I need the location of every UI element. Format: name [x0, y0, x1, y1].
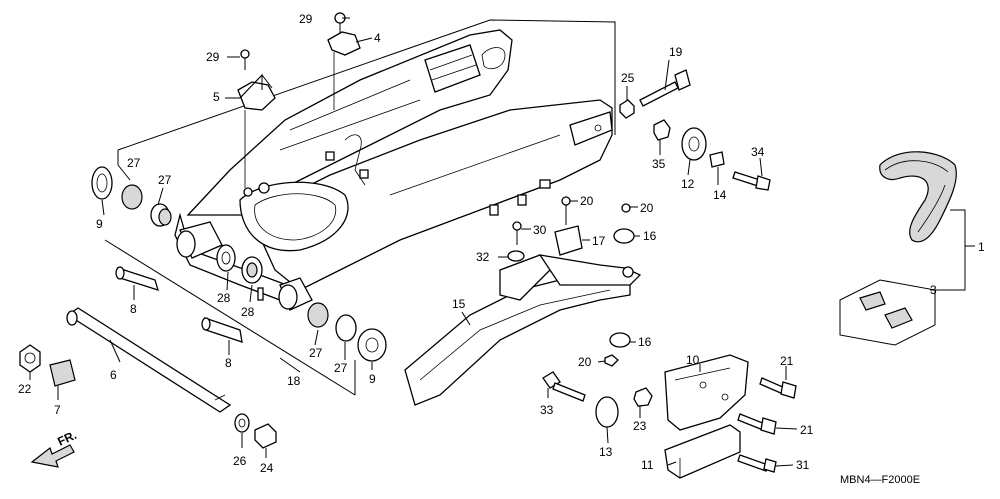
- front-arrow-icon: [30, 444, 75, 468]
- part-label-19: 19: [669, 45, 683, 59]
- part-label-15: 15: [452, 297, 466, 311]
- part-label-28-a: 28: [217, 291, 231, 305]
- part-label-16-b: 16: [638, 335, 652, 349]
- part-label-9-right: 9: [369, 372, 376, 386]
- part-label-32: 32: [476, 250, 490, 264]
- part-label-31: 31: [796, 458, 810, 472]
- part-label-7: 7: [54, 403, 61, 417]
- pivot-parts: [91, 166, 387, 362]
- part-label-9-left: 9: [96, 217, 103, 231]
- part-label-11: 11: [641, 458, 654, 472]
- part-label-17: 17: [592, 234, 606, 248]
- drive-chain: [879, 151, 957, 243]
- part-label-13: 13: [599, 445, 613, 459]
- part-label-3: 3: [930, 283, 937, 297]
- part-label-28-b: 28: [241, 305, 255, 319]
- part-label-33: 33: [540, 403, 554, 417]
- part-label-22: 22: [18, 382, 32, 396]
- part-label-4: 4: [374, 31, 381, 45]
- part-label-14: 14: [713, 188, 727, 202]
- part-number-labels: 29 4 29 5 27 27 9 8 28 28 8 27 27 9 6 18…: [18, 12, 985, 486]
- swingarm: [174, 29, 613, 301]
- part-label-23: 23: [633, 419, 647, 433]
- pivot-shaft: [66, 307, 232, 413]
- part-label-35: 35: [652, 157, 666, 171]
- part-label-20-b: 20: [640, 201, 654, 215]
- part-label-12: 12: [681, 177, 695, 191]
- part-label-8-b: 8: [225, 356, 232, 370]
- part-label-6: 6: [110, 368, 117, 382]
- part-label-30: 30: [533, 223, 547, 237]
- front-direction-label: FR.: [55, 428, 78, 449]
- front-direction-indicator: FR.: [30, 428, 79, 468]
- fasteners: [237, 12, 797, 473]
- part-label-34: 34: [751, 145, 765, 159]
- part-label-21-b: 21: [800, 423, 814, 437]
- part-label-10: 10: [686, 353, 700, 367]
- part-label-26: 26: [233, 454, 247, 468]
- part-label-27-b: 27: [158, 173, 172, 187]
- master-link-kit: [839, 279, 936, 346]
- part-label-21-a: 21: [780, 354, 794, 368]
- part-label-27-c: 27: [309, 346, 323, 360]
- part-label-16-a: 16: [643, 229, 657, 243]
- chain-guide: [664, 354, 749, 479]
- assembly-outline: [104, 19, 616, 396]
- part-label-1: 1: [978, 240, 985, 254]
- leader-lines: [29, 17, 975, 467]
- part-label-27-a: 27: [127, 156, 141, 170]
- chain-slider: [404, 254, 642, 406]
- part-label-18: 18: [287, 374, 301, 388]
- part-label-29-left: 29: [206, 50, 220, 64]
- part-label-20-a: 20: [580, 194, 594, 208]
- part-label-5: 5: [213, 90, 220, 104]
- part-label-27-d: 27: [334, 361, 348, 375]
- part-label-24: 24: [260, 461, 274, 475]
- part-label-20-c: 20: [578, 355, 592, 369]
- part-label-29-top: 29: [299, 12, 313, 26]
- diagram-code: MBN4—F2000E: [840, 474, 920, 486]
- pivot-nuts: [19, 344, 277, 449]
- part-label-8-a: 8: [130, 302, 137, 316]
- part-label-25: 25: [621, 71, 635, 85]
